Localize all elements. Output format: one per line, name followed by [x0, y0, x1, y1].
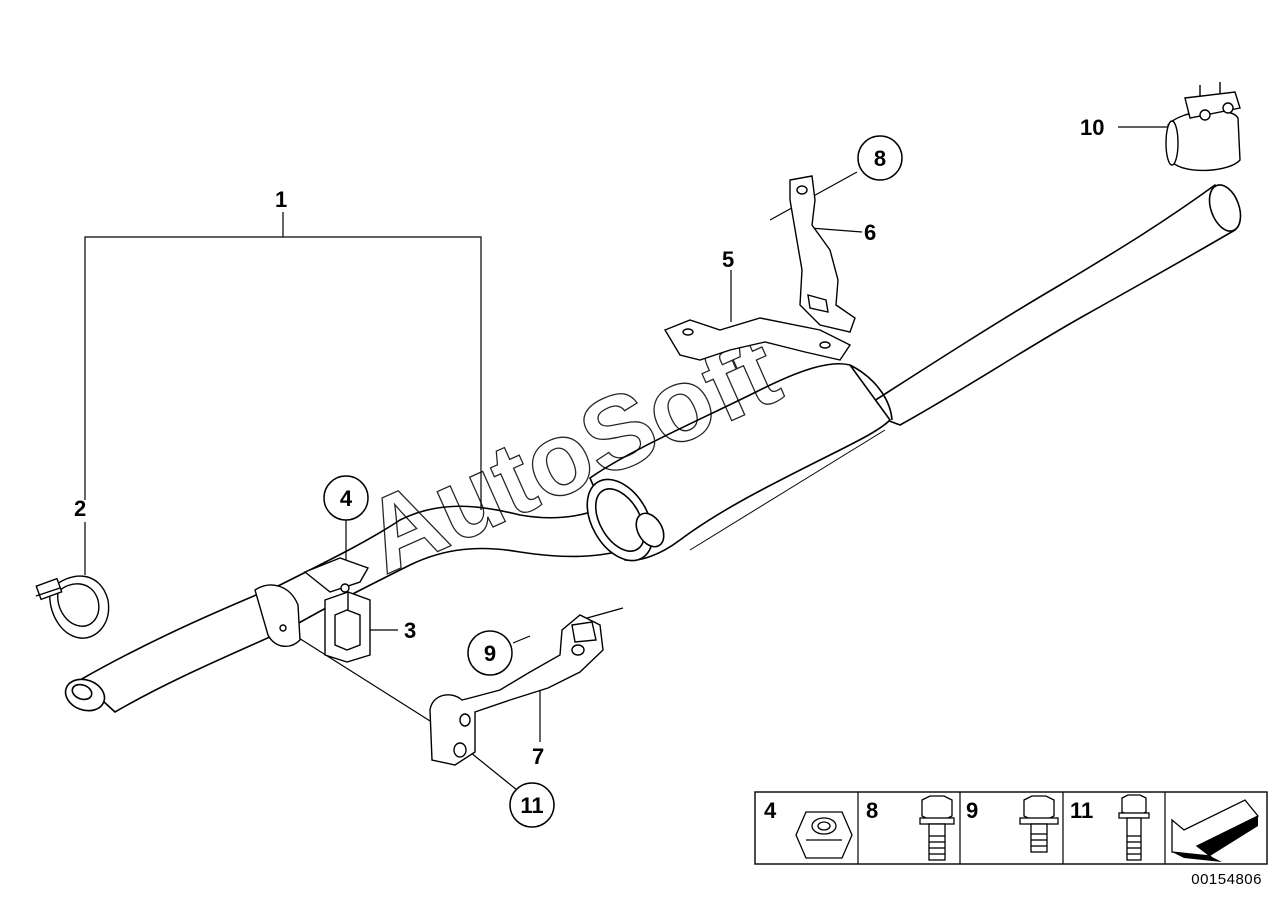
legend-label-9: 9	[966, 798, 978, 823]
bracket-part-7	[429, 614, 604, 766]
callout-5: 5	[722, 247, 734, 272]
leader-line-3b	[282, 627, 439, 727]
exhaust-pipe	[64, 184, 1242, 713]
leader-line-9	[512, 635, 531, 644]
callout-9: 9	[484, 641, 496, 666]
callout-2: 2	[74, 496, 86, 521]
callout-1: 1	[275, 187, 287, 212]
callout-4: 4	[340, 486, 353, 511]
callout-6: 6	[864, 220, 876, 245]
legend-label-8: 8	[866, 798, 878, 823]
rubber-mount-part-3	[324, 591, 371, 663]
legend-label-11: 11	[1070, 798, 1093, 823]
callout-11: 11	[520, 793, 543, 818]
diagram-number: 00154806	[1191, 871, 1262, 888]
callout-8: 8	[874, 146, 886, 171]
callout-10: 10	[1080, 115, 1104, 140]
callout-3: 3	[404, 618, 416, 643]
assembly-bracket-line	[84, 212, 482, 510]
hex-bolt-icon	[919, 795, 955, 861]
strap-part-5	[663, 317, 852, 361]
legend-label-4: 4	[764, 798, 777, 823]
callout-9-circle: 9	[467, 630, 513, 676]
clamp-part-10	[1165, 82, 1241, 172]
callout-8-circle: 8	[857, 135, 903, 181]
callout-4-circle: 4	[323, 475, 369, 521]
leader-line-6	[809, 227, 863, 233]
hex-bolt-short-icon	[1019, 795, 1059, 853]
hanger-bracket-part-4	[254, 557, 370, 647]
parts-legend: 4 8 9 11	[754, 791, 1268, 865]
direction-arrow-icon	[1171, 799, 1260, 862]
hex-bolt-long-icon	[1118, 794, 1150, 861]
hanger-part-6	[789, 175, 856, 333]
clamp-part-2	[35, 575, 110, 639]
callout-7: 7	[532, 744, 544, 769]
callout-11-circle: 11	[509, 782, 555, 828]
hex-nut-icon	[795, 811, 853, 859]
callout-labels: 1 2 3 4 5 6 7 8 9 10 11	[74, 115, 1104, 828]
